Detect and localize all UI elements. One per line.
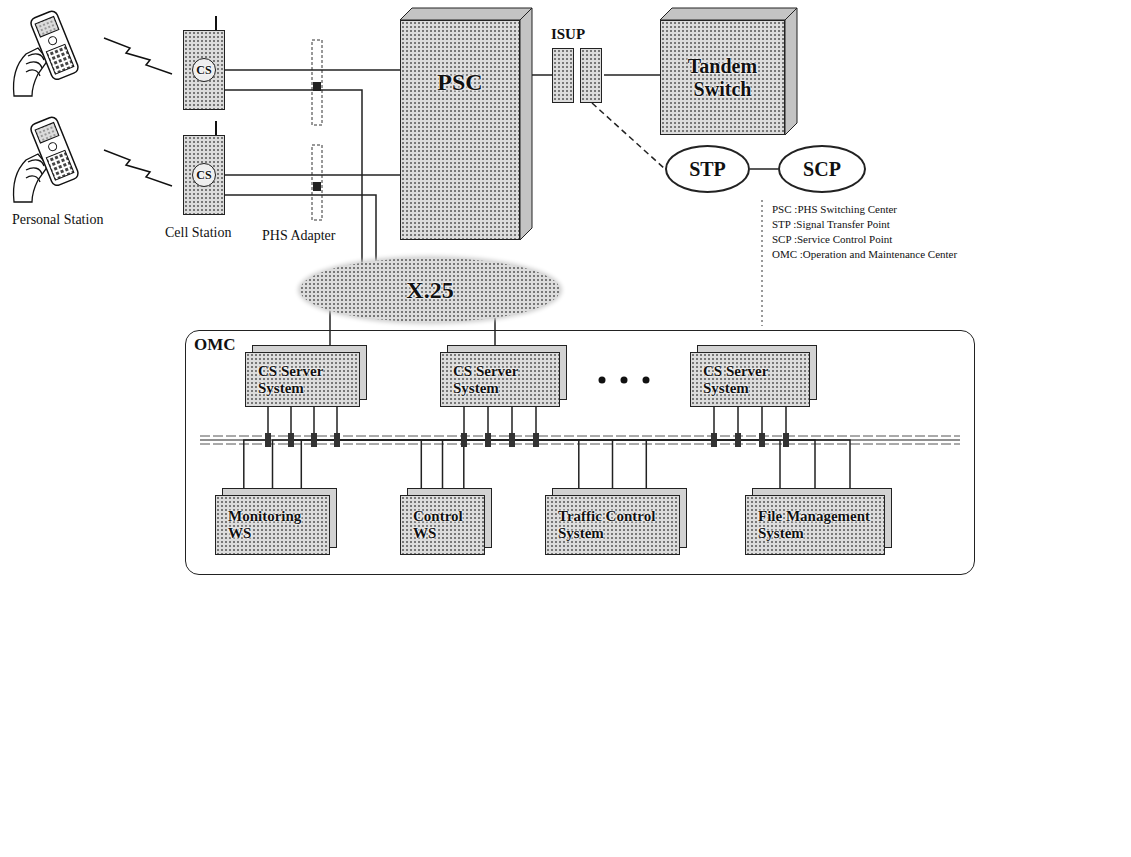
cell-station: CS	[183, 30, 225, 110]
cell-station: CS	[183, 135, 225, 215]
legend-note: STP :Signal Transfer Point	[772, 218, 890, 230]
switching-center: PSC	[400, 20, 520, 240]
box-depth	[400, 8, 532, 240]
phone-illustration	[14, 115, 80, 202]
workstation-box: Monitoring WS	[215, 495, 330, 555]
node-label: Monitoring WS	[228, 508, 317, 542]
bus-tap	[334, 433, 340, 447]
server-box: CS Server System	[245, 352, 360, 407]
node-label: Traffic Control System	[558, 508, 667, 542]
link-line	[329, 310, 331, 352]
antenna	[215, 121, 217, 135]
link-line	[244, 407, 268, 495]
phs-adapter	[312, 145, 322, 220]
part-label: Personal Station	[12, 212, 103, 227]
tandem-switch: Tandem Switch	[660, 20, 785, 135]
isup-card	[580, 48, 602, 103]
node-label: X.25	[406, 277, 453, 304]
bus-tap	[265, 433, 271, 447]
bus-tap	[461, 433, 467, 447]
node-label: CS Server System	[258, 363, 347, 397]
legend-note: SCP :Service Control Point	[772, 233, 892, 245]
isup-unit: ISUP	[552, 48, 604, 103]
node-label: File Management System	[758, 508, 872, 542]
link-line	[536, 407, 815, 495]
node-label: OMC	[194, 335, 236, 355]
link-line	[494, 318, 496, 352]
phs-adapter	[312, 40, 322, 125]
link-line	[786, 407, 850, 495]
server-box: CS Server System	[440, 352, 560, 407]
bus-tap	[533, 433, 539, 447]
workstation-box: Control WS	[400, 495, 485, 555]
ellipsis-dot	[621, 377, 628, 384]
link-line	[225, 69, 400, 71]
omc-region: OMC CS Server System CS Server System CS Se…	[185, 330, 975, 575]
link-line	[592, 103, 665, 169]
legend-note: OMC :Operation and Maintenance Center	[772, 248, 957, 260]
node-label: Tandem Switch	[661, 55, 784, 101]
link-line	[291, 407, 421, 495]
system-box: File Management System	[745, 495, 885, 555]
link-line	[604, 74, 660, 76]
link-line	[225, 90, 362, 263]
link-line	[646, 407, 762, 495]
bus-tap	[485, 433, 491, 447]
adapter-port	[313, 182, 321, 191]
link-line	[750, 168, 778, 170]
control-point: SCP	[778, 145, 866, 193]
isup-card	[552, 48, 574, 103]
node-label: CS	[192, 163, 216, 187]
bus-tap	[783, 433, 789, 447]
link-line	[512, 407, 613, 495]
link-line	[225, 195, 376, 261]
signal-point: STP	[665, 145, 750, 193]
phone-illustration	[14, 9, 80, 96]
x25-network: X.25	[300, 258, 560, 322]
legend-note: PSC :PHS Switching Center	[772, 203, 897, 215]
link-line	[301, 407, 714, 495]
node-label: CS	[192, 58, 216, 82]
link-line	[225, 174, 400, 176]
bus-tap	[711, 433, 717, 447]
bus-tap	[509, 433, 515, 447]
dotted-line	[762, 200, 763, 326]
bus-tap	[311, 433, 317, 447]
node-label: STP	[689, 158, 726, 181]
ellipsis-dot	[599, 377, 606, 384]
link-line	[520, 74, 552, 76]
node-label: ISUP	[542, 26, 594, 43]
node-label: SCP	[803, 158, 841, 181]
radio-link	[104, 38, 172, 74]
antenna	[215, 16, 217, 30]
link-line	[314, 407, 579, 495]
server-box: CS Server System	[690, 352, 810, 407]
bus-tap	[759, 433, 765, 447]
link-line	[337, 407, 780, 495]
link-line	[464, 407, 738, 495]
node-label: CS Server System	[703, 363, 797, 397]
node-label: Control WS	[413, 508, 472, 542]
ellipsis-dot	[643, 377, 650, 384]
node-label: CS Server System	[453, 363, 547, 397]
link-line	[273, 407, 465, 495]
part-label: PHS Adapter	[262, 228, 336, 243]
node-label: PSC	[437, 69, 482, 96]
system-box: Traffic Control System	[545, 495, 680, 555]
link-line	[443, 407, 489, 495]
radio-link	[104, 150, 172, 186]
bus-tap	[735, 433, 741, 447]
part-label: Cell Station	[165, 225, 232, 240]
bus-tap	[288, 433, 294, 447]
